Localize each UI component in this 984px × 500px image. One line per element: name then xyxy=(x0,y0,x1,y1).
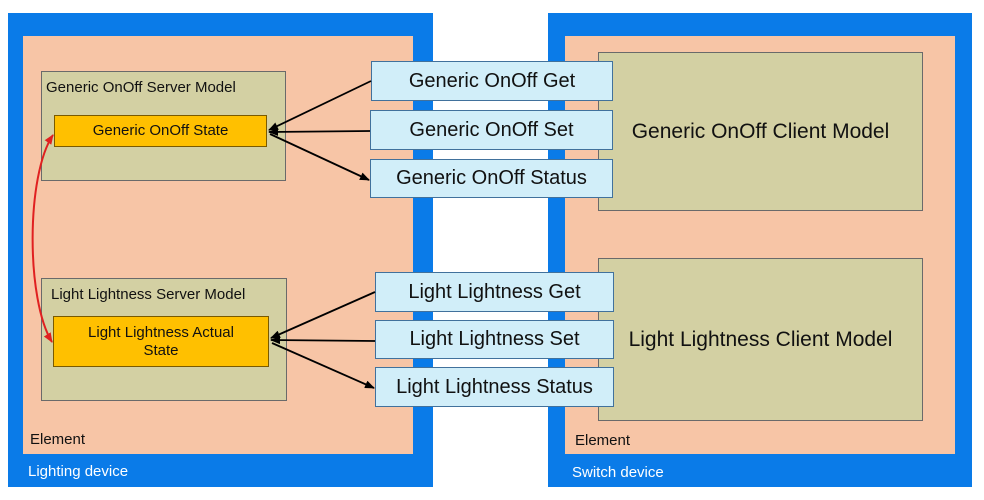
lighting-device-label: Lighting device xyxy=(28,463,129,480)
arrow-generic-status xyxy=(269,133,370,181)
generic-onoff-set-message: Generic OnOff Set xyxy=(370,110,613,150)
arrow-lightness-set xyxy=(270,336,376,345)
light-lightness-get-message: Light Lightness Get xyxy=(375,272,614,312)
generic-onoff-state: Generic OnOff State xyxy=(54,115,267,147)
generic-onoff-get-message: Generic OnOff Get xyxy=(371,61,613,101)
lighting-element-label: Element xyxy=(30,431,86,448)
arrow-lightness-status xyxy=(271,342,375,389)
switch-device-label: Switch device xyxy=(572,464,664,481)
light-lightness-server-model-title: Light Lightness Server Model xyxy=(51,286,246,303)
generic-onoff-server-model-title: Generic OnOff Server Model xyxy=(46,79,236,96)
arrow-generic-get xyxy=(268,80,372,131)
generic-onoff-status-message: Generic OnOff Status xyxy=(370,159,613,198)
light-lightness-status-message: Light Lightness Status xyxy=(375,367,614,407)
switch-element-label: Element xyxy=(575,432,631,449)
arrow-generic-set xyxy=(268,127,371,136)
light-lightness-actual-state: Light Lightness Actual State xyxy=(53,316,269,367)
light-lightness-client-model: Light Lightness Client Model xyxy=(598,258,923,421)
arrow-lightness-get xyxy=(270,291,376,339)
light-lightness-set-message: Light Lightness Set xyxy=(375,320,614,359)
state-binding-arrow xyxy=(31,134,54,343)
generic-onoff-client-model: Generic OnOff Client Model xyxy=(598,52,923,211)
